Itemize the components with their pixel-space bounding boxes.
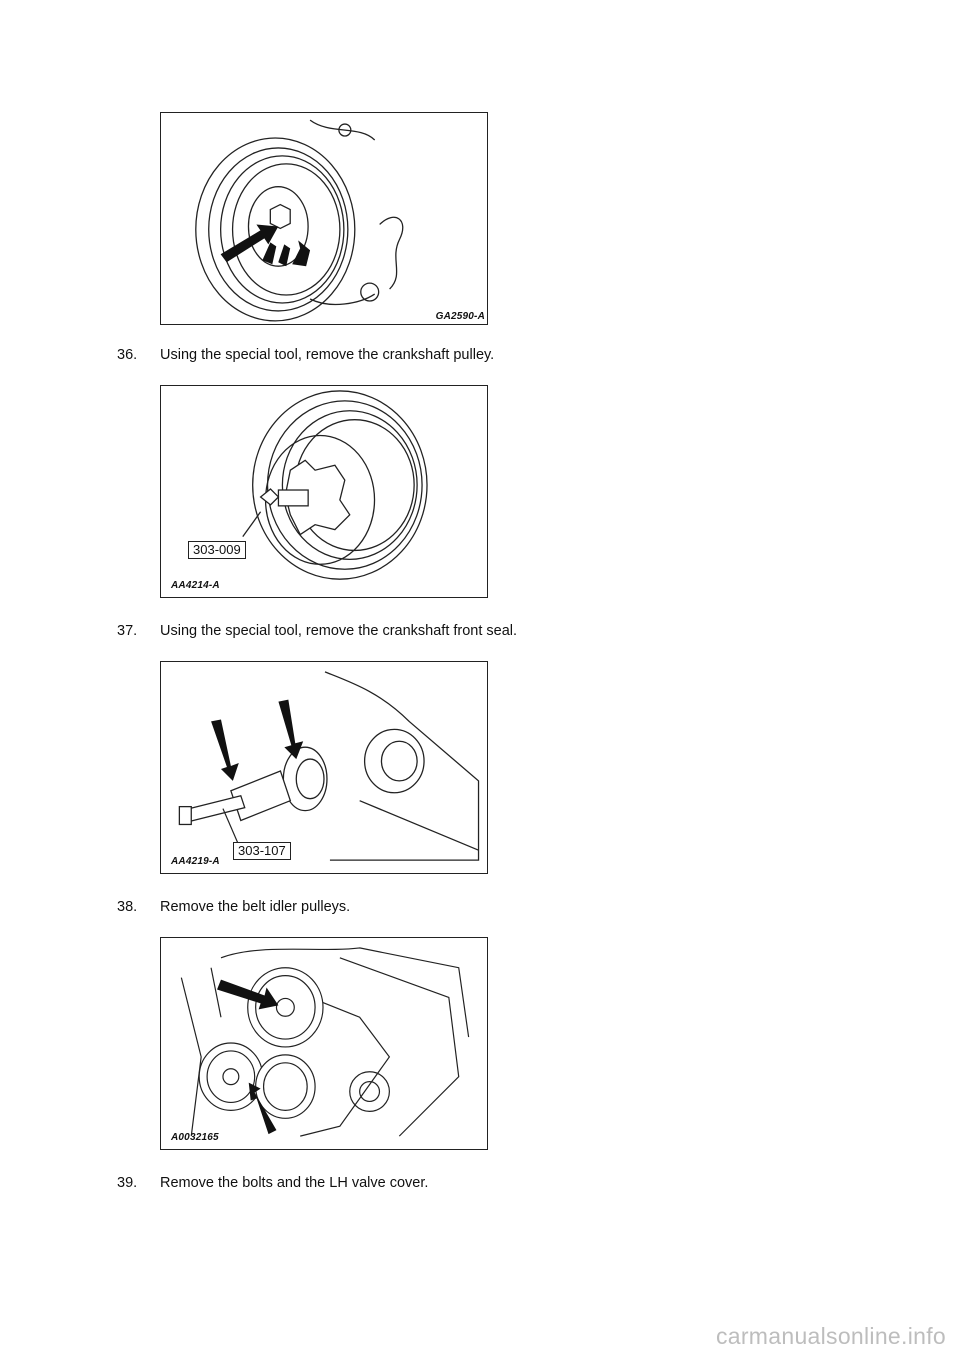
site-watermark: carmanualsonline.info <box>715 1323 946 1349</box>
step-text: Remove the belt idler pulleys. <box>160 899 351 915</box>
pulley-bolt-illustration <box>195 119 404 322</box>
pulley-remover-illustration <box>242 390 428 580</box>
step-number: 39. <box>117 1175 138 1191</box>
figure-code: AA4219-A <box>171 856 220 867</box>
seal-remover-illustration <box>178 671 480 861</box>
figure-code: A0032165 <box>171 1132 219 1143</box>
step-number: 36. <box>117 347 138 363</box>
step-number: 38. <box>117 899 138 915</box>
step-text: Using the special tool, remove the crank… <box>160 347 495 363</box>
idler-pulleys-illustration <box>180 947 470 1137</box>
figure-front-seal-remover: 303-107 AA4219-A <box>160 661 488 874</box>
tool-label: 303-107 <box>233 842 291 860</box>
figure-code: AA4214-A <box>171 580 220 591</box>
step-text: Using the special tool, remove the crank… <box>160 623 518 639</box>
step-number: 37. <box>117 623 138 639</box>
figure-code: GA2590-A <box>435 311 485 322</box>
figure-pulley-remover: 303-009 AA4214-A <box>160 385 488 598</box>
step-text: Remove the bolts and the LH valve cover. <box>160 1175 429 1191</box>
figure-idler-pulleys: A0032165 <box>160 937 488 1150</box>
figure-crankshaft-pulley-bolt: GA2590-A <box>160 112 488 325</box>
tool-label: 303-009 <box>188 541 246 559</box>
